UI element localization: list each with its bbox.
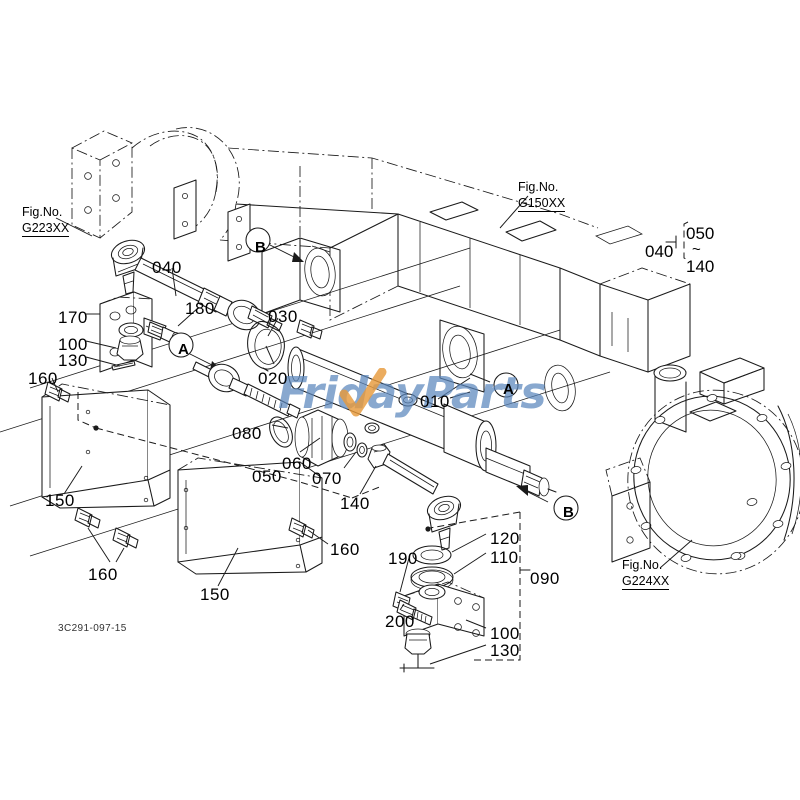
callout-120-19: 120 xyxy=(490,529,520,548)
fig-g223xx: Fig.No. G223XX xyxy=(22,205,70,238)
callout-080-9: 080 xyxy=(232,424,262,443)
grouping-brackets xyxy=(77,377,531,661)
range-from: 040 xyxy=(645,242,674,261)
axle-housing-phantom xyxy=(71,127,643,357)
section-circles xyxy=(168,227,579,521)
callout-140-13: 140 xyxy=(340,494,370,513)
callout-190-18: 190 xyxy=(388,549,418,568)
leader-lines xyxy=(51,195,693,665)
fig-g223xx-caption: Fig.No. xyxy=(22,205,63,219)
callout-070-12: 070 xyxy=(312,469,342,488)
callout-050-11: 050 xyxy=(252,467,282,486)
bolt-160-c xyxy=(112,527,139,549)
callout-030-5: 030 xyxy=(268,307,298,326)
callout-090-22: 090 xyxy=(530,569,560,588)
section-mark-a-2: A xyxy=(503,381,514,398)
fig-g223xx-code: G223XX xyxy=(22,221,70,238)
cover-plate-left-150 xyxy=(41,383,171,509)
knuckle-bracket-090 xyxy=(392,545,485,673)
range-to-start: 050 xyxy=(686,224,715,243)
callout-020-7: 020 xyxy=(258,369,288,388)
callout-150-17: 150 xyxy=(200,585,230,604)
callout-130-4: 130 xyxy=(58,351,88,370)
callout-180-2: 180 xyxy=(185,299,215,318)
tie-rod-lower-assembly xyxy=(185,351,462,551)
section-mark-a-1: A xyxy=(178,341,189,358)
callout-170-1: 170 xyxy=(58,308,88,327)
fig-g150xx-caption: Fig.No. xyxy=(518,180,559,194)
fig-g224xx: Fig.No. G224XX xyxy=(622,558,670,591)
fig-g224xx-caption: Fig.No. xyxy=(622,558,663,572)
callout-160-6: 160 xyxy=(28,369,58,388)
range-to-end: 140 xyxy=(686,257,715,276)
housing-bore-right xyxy=(439,319,576,412)
fig-g150xx-code: G150XX xyxy=(518,196,566,213)
section-mark-b-3: B xyxy=(563,504,574,521)
section-mark-b-0: B xyxy=(255,239,266,256)
fig-g150xx: Fig.No. G150XX xyxy=(518,180,566,213)
callout-160-15: 160 xyxy=(88,565,118,584)
callout-010-8: 010 xyxy=(420,392,450,411)
housing-port-center xyxy=(261,237,341,315)
bolt-160-d xyxy=(288,517,315,539)
fig-g224xx-code: G224XX xyxy=(622,574,670,591)
tie-rod-upper-assembly xyxy=(110,239,283,332)
callout-110-20: 110 xyxy=(490,548,519,567)
range-tilde: ~ xyxy=(692,241,701,258)
differential-housing xyxy=(599,267,800,575)
callout-160-16: 160 xyxy=(330,540,360,559)
callout-100-3: 100 xyxy=(58,335,88,354)
drawing-number: 3C291-097-15 xyxy=(58,623,127,634)
range-bracket xyxy=(665,221,689,261)
callout-130-24: 130 xyxy=(490,641,520,660)
cover-plate-right-150 xyxy=(177,457,323,575)
callout-060-10: 060 xyxy=(282,454,312,473)
callout-150-14: 150 xyxy=(45,491,75,510)
bolt-160-b xyxy=(74,507,101,529)
callout-200-21: 200 xyxy=(385,612,415,631)
bolt-160-a xyxy=(44,381,71,403)
callout-040-0: 040 xyxy=(152,258,182,277)
callout-100-23: 100 xyxy=(490,624,520,643)
ring-030-020 xyxy=(247,319,323,372)
